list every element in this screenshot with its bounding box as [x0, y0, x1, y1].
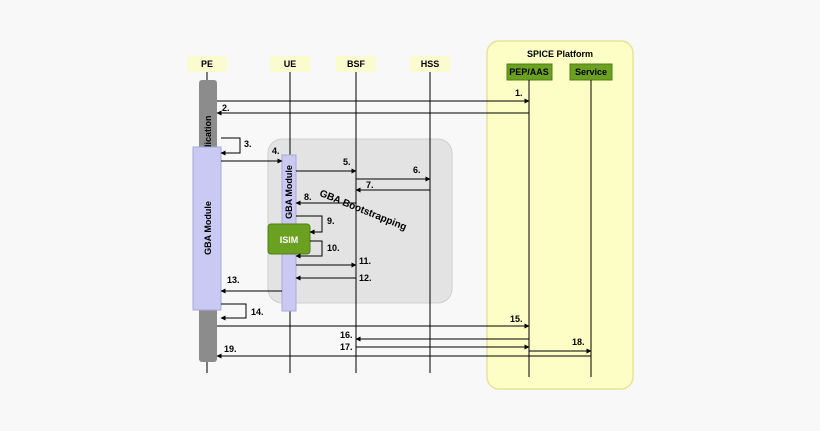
msg-9: 9. [296, 215, 335, 235]
step-2-label: 2. [222, 103, 230, 113]
msg-12: 12. [295, 273, 372, 283]
step-6-label: 6. [413, 165, 421, 175]
step-1-label: 1. [515, 88, 523, 98]
step-17-label: 17. [340, 342, 353, 352]
ue-header-box [270, 56, 310, 72]
msg-17: 17. [340, 342, 530, 352]
service-header: Service [575, 67, 607, 77]
pe-header: PE [201, 59, 213, 69]
pe-gba-module-box [192, 146, 222, 311]
step-14-label: 14. [251, 307, 264, 317]
pe-header-box [187, 56, 227, 72]
step-16-label: 16. [340, 330, 353, 340]
pep-aas-header: PEP/AAS [509, 67, 549, 77]
step-5-label: 5. [343, 157, 351, 167]
step-13-label: 13. [227, 275, 240, 285]
step-18-label: 18. [572, 337, 585, 347]
ue-gba-module-label: GBA Module [284, 165, 294, 219]
bsf-header: BSF [347, 59, 366, 69]
msg-3: 3. [220, 137, 252, 156]
spice-platform-title: SPICE Platform [527, 49, 593, 59]
step-3-label: 3. [244, 139, 252, 149]
step-19-label: 19. [224, 344, 237, 354]
step-4-label: 4. [272, 146, 280, 156]
step-15-label: 15. [510, 314, 523, 324]
msg-18: 18. [529, 337, 592, 354]
step-8-label: 8. [304, 192, 312, 202]
msg-11: 11. [296, 256, 371, 268]
hss-header: HSS [421, 59, 440, 69]
msg-4: 4. [221, 146, 283, 164]
spice-platform-region [486, 40, 634, 390]
msg-2: 2. [216, 103, 529, 116]
pe-gba-module-label: GBA Module [203, 201, 213, 255]
ue-header: UE [284, 59, 297, 69]
hss-header-box [410, 56, 450, 72]
bsf-header-box [336, 56, 376, 72]
msg-15: 15. [217, 314, 530, 329]
step-9-label: 9. [327, 216, 335, 226]
msg-19: 19. [216, 344, 591, 359]
msg-1: 1. [217, 88, 530, 104]
step-11-label: 11. [359, 256, 371, 266]
msg-16: 16. [340, 330, 529, 342]
msg-5: 5. [296, 157, 357, 174]
step-10-label: 10. [327, 243, 340, 253]
msg-14: 14. [220, 303, 264, 321]
msg-7: 7. [355, 180, 430, 193]
gba-bootstrapping-region [267, 138, 453, 304]
msg-8: 8. [295, 192, 356, 206]
isim-box [267, 223, 311, 255]
msg-10: 10. [295, 240, 340, 259]
isim-label: ISIM [280, 235, 299, 245]
step-12-label: 12. [359, 273, 372, 283]
application-label: Application [203, 116, 213, 165]
msg-6: 6. [356, 165, 431, 182]
msg-13: 13. [220, 275, 282, 294]
step-7-label: 7. [366, 180, 374, 190]
